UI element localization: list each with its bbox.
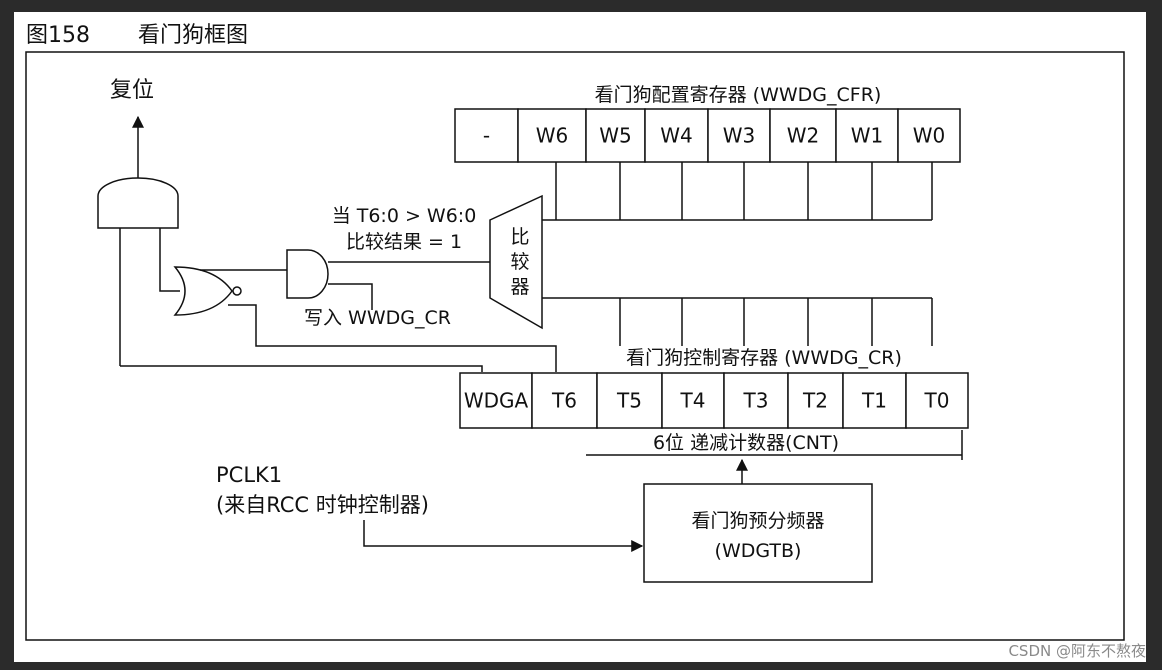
cr-cell-3: T4 [680, 389, 706, 413]
cr-cell-box-0 [459, 372, 533, 429]
cfr-cell-3: W4 [660, 124, 693, 148]
comparator-char-2: 较 [510, 251, 529, 273]
wire-t6-to-or [228, 304, 557, 372]
cfr-cell-box-5 [769, 108, 837, 163]
cfr-cell-4: W3 [723, 124, 756, 148]
cr-cell-box-2 [596, 372, 663, 429]
write-label: 写入 WWDG_CR [304, 307, 451, 329]
counter-label: 6位 递减计数器(CNT) [653, 432, 839, 454]
prescaler-box [643, 483, 873, 583]
cfr-cell-5: W2 [787, 124, 820, 148]
cfr-cell-2: W5 [599, 124, 632, 148]
condition-line2: 比较结果 = 1 [346, 231, 462, 253]
condition-line1: 当 T6:0 > W6:0 [332, 205, 477, 227]
comparator-char-3: 器 [510, 276, 529, 298]
reset-and-gate [97, 177, 179, 229]
reset-label: 复位 [110, 78, 154, 103]
cfr-register: - W6 W5 W4 W3 W2 W1 W0 [454, 108, 961, 163]
cr-cell-box-4 [723, 372, 789, 429]
comparator-char-1: 比 [510, 226, 529, 248]
cfr-title: 看门狗配置寄存器 (WWDG_CFR) [595, 84, 882, 106]
cfr-cell-1: W6 [536, 124, 569, 148]
cr-cell-box-1 [531, 372, 598, 429]
cfr-cell-0: - [483, 124, 490, 148]
clock-arrow [363, 520, 644, 552]
figure-title: 看门狗框图 [138, 23, 248, 48]
cr-cell-5: T2 [802, 389, 828, 413]
cr-register: WDGA T6 T5 T4 T3 T2 T1 T0 [459, 372, 969, 429]
or-gate-bubble [232, 286, 242, 296]
cr-cell-6: T1 [861, 389, 887, 413]
cfr-cell-box-7 [897, 108, 961, 163]
compare-and-gate [286, 249, 329, 299]
cr-cell-box-3 [661, 372, 725, 429]
diagram-frame [25, 51, 1125, 641]
prescaler-line1: 看门狗预分频器 [691, 510, 824, 532]
wire-wdga [120, 365, 483, 372]
clock-line2: (来自RCC 时钟控制器) [216, 493, 429, 517]
watermark: CSDN @阿东不熬夜 [1008, 642, 1146, 660]
prescaler-line2: (WDGTB) [715, 540, 802, 562]
cfr-cell-box-1 [517, 108, 587, 163]
cr-cell-2: T5 [616, 389, 642, 413]
cr-cell-1: T6 [551, 389, 577, 413]
cfr-cell-box-2 [585, 108, 646, 163]
cfr-cell-7: W0 [913, 124, 946, 148]
cr-cell-box-6 [842, 372, 907, 429]
wire-write-cr [328, 283, 373, 310]
cfr-cell-box-0 [454, 108, 519, 163]
cfr-cell-box-3 [644, 108, 709, 163]
cr-cell-box-7 [905, 372, 969, 429]
cr-bus-drops [619, 298, 933, 346]
cfr-cell-6: W1 [851, 124, 884, 148]
cfr-cell-box-6 [835, 108, 899, 163]
cr-cell-0: WDGA [464, 389, 529, 413]
cfr-bus-drops [555, 162, 933, 220]
cr-cell-7: T0 [924, 389, 950, 413]
figure-number: 图158 [26, 23, 90, 48]
or-gate [173, 266, 233, 316]
clock-line1: PCLK1 [216, 463, 282, 487]
cr-title: 看门狗控制寄存器 (WWDG_CR) [626, 347, 902, 369]
cfr-cell-box-4 [707, 108, 771, 163]
cr-cell-4: T3 [743, 389, 769, 413]
wire-or-to-and [159, 228, 180, 292]
comparator [489, 194, 543, 330]
